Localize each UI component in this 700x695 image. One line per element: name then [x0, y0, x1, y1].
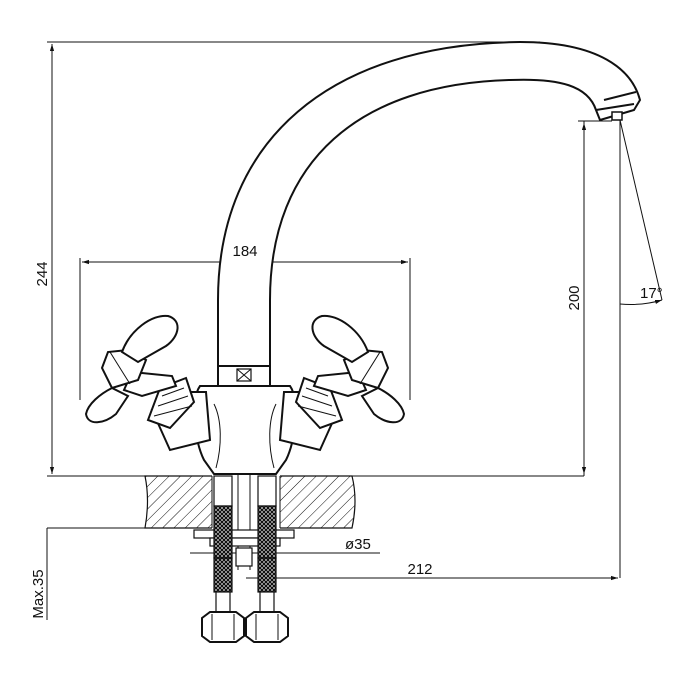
mounting-nut	[209, 537, 281, 547]
dim-label-max-thickness: Max.35	[30, 569, 47, 618]
dim-arc-spout-angle	[619, 299, 663, 305]
spout	[217, 40, 642, 387]
dim-label-hole-diameter: ø35	[345, 536, 371, 553]
dim-label-total-height: 244	[34, 261, 51, 286]
left-handle	[84, 314, 212, 452]
aerator-icon	[611, 111, 623, 121]
dim-label-handle-span: 184	[232, 243, 257, 260]
mounting-hardware	[193, 474, 295, 570]
right-handle	[278, 314, 406, 452]
right-hose	[245, 475, 289, 643]
hose-nut-icon	[201, 611, 245, 643]
dimension-labels: 244 184 200 17° ø35 212 Max.35	[30, 243, 663, 619]
dim-label-spout-height: 200	[566, 285, 583, 310]
dim-label-spout-angle: 17°	[640, 285, 663, 302]
left-hose	[201, 475, 245, 643]
hose-nut-icon	[245, 611, 289, 643]
dim-label-spout-reach: 212	[407, 561, 432, 578]
mounting-plate	[193, 529, 295, 539]
